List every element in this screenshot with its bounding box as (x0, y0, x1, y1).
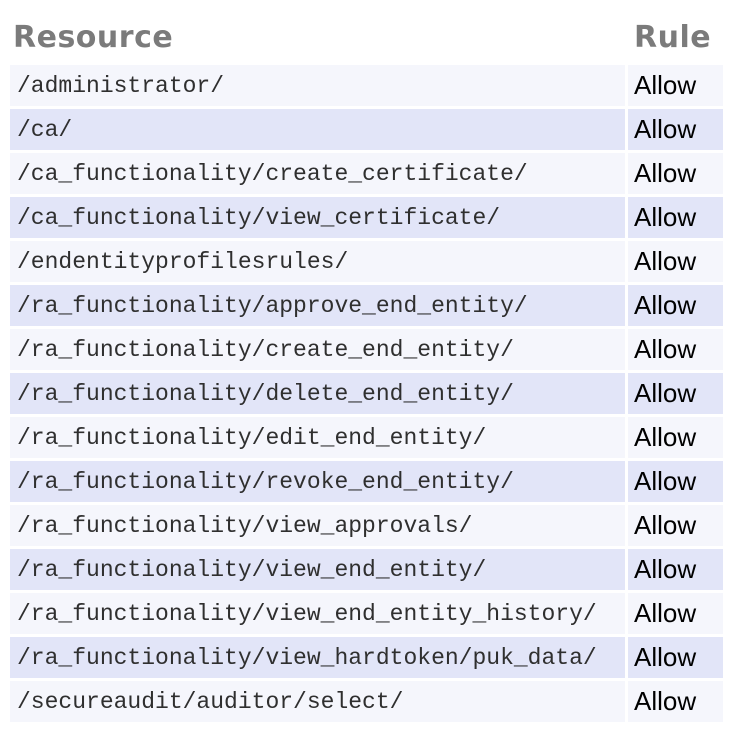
rule-cell: Allow (628, 505, 723, 546)
rule-cell: Allow (628, 373, 723, 414)
rule-cell: Allow (628, 681, 723, 722)
table-row: /administrator/ Allow (10, 65, 723, 106)
rule-cell: Allow (628, 65, 723, 106)
column-header-resource: Resource (13, 20, 174, 55)
column-header-rule: Rule (634, 20, 712, 55)
rule-cell: Allow (628, 197, 723, 238)
resource-cell: /ra_functionality/approve_end_entity/ (10, 285, 625, 326)
table-row: /ca_functionality/view_certificate/ Allo… (10, 197, 723, 238)
rule-cell: Allow (628, 329, 723, 370)
resource-cell: /ra_functionality/view_hardtoken/puk_dat… (10, 637, 625, 678)
table-row: /ra_functionality/view_hardtoken/puk_dat… (10, 637, 723, 678)
table-row: /ra_functionality/approve_end_entity/ Al… (10, 285, 723, 326)
table-row: /ra_functionality/delete_end_entity/ All… (10, 373, 723, 414)
rule-cell: Allow (628, 417, 723, 458)
table-row: /ra_functionality/edit_end_entity/ Allow (10, 417, 723, 458)
table-row: /ra_functionality/view_end_entity/ Allow (10, 549, 723, 590)
table-rows: /administrator/ Allow /ca/ Allow /ca_fun… (10, 65, 723, 722)
table-row: /ra_functionality/create_end_entity/ All… (10, 329, 723, 370)
table-row: /endentityprofilesrules/ Allow (10, 241, 723, 282)
resource-cell: /administrator/ (10, 65, 625, 106)
resource-cell: /ra_functionality/view_approvals/ (10, 505, 625, 546)
resource-cell: /ra_functionality/view_end_entity_histor… (10, 593, 625, 634)
resource-cell: /ra_functionality/create_end_entity/ (10, 329, 625, 370)
table-row: /ra_functionality/view_end_entity_histor… (10, 593, 723, 634)
rule-cell: Allow (628, 549, 723, 590)
rule-cell: Allow (628, 153, 723, 194)
table-row: /ra_functionality/revoke_end_entity/ All… (10, 461, 723, 502)
resource-cell: /ra_functionality/revoke_end_entity/ (10, 461, 625, 502)
access-rules-table: Resource Rule /administrator/ Allow /ca/… (10, 20, 723, 722)
table-row: /secureaudit/auditor/select/ Allow (10, 681, 723, 722)
table-row: /ra_functionality/view_approvals/ Allow (10, 505, 723, 546)
rule-cell: Allow (628, 637, 723, 678)
resource-cell: /ra_functionality/delete_end_entity/ (10, 373, 625, 414)
rule-cell: Allow (628, 461, 723, 502)
resource-cell: /ra_functionality/view_end_entity/ (10, 549, 625, 590)
rule-cell: Allow (628, 241, 723, 282)
table-header-row: Resource Rule (10, 20, 723, 55)
resource-cell: /ca_functionality/create_certificate/ (10, 153, 625, 194)
rule-cell: Allow (628, 109, 723, 150)
table-row: /ca_functionality/create_certificate/ Al… (10, 153, 723, 194)
resource-cell: /secureaudit/auditor/select/ (10, 681, 625, 722)
rule-cell: Allow (628, 593, 723, 634)
table-row: /ca/ Allow (10, 109, 723, 150)
resource-cell: /ca/ (10, 109, 625, 150)
resource-cell: /endentityprofilesrules/ (10, 241, 625, 282)
resource-cell: /ra_functionality/edit_end_entity/ (10, 417, 625, 458)
rule-cell: Allow (628, 285, 723, 326)
resource-cell: /ca_functionality/view_certificate/ (10, 197, 625, 238)
